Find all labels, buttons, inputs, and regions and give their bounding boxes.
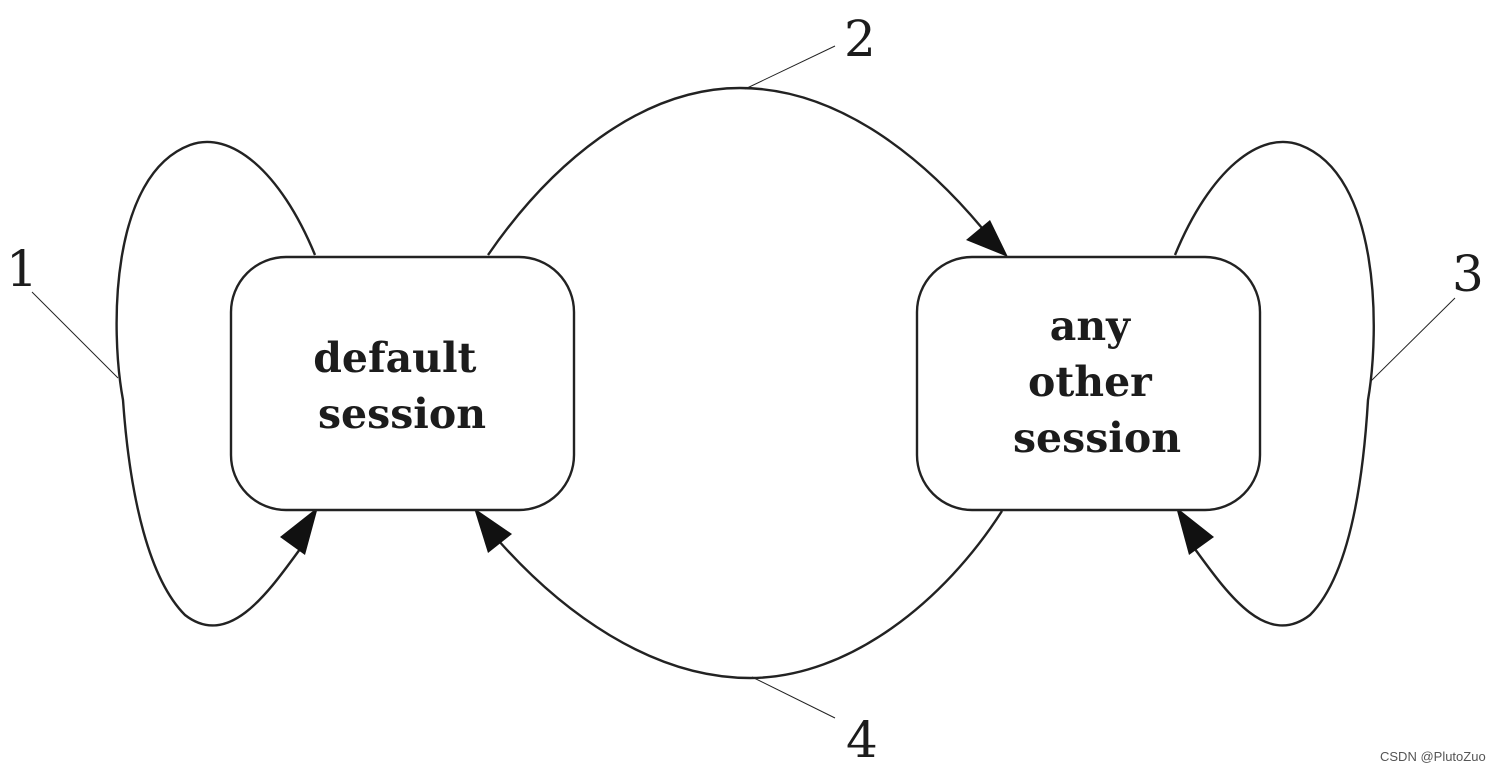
edge-1-leader-line <box>31 291 119 379</box>
node-any-other-session: any other session <box>915 255 1262 512</box>
watermark-text: CSDN @PlutoZuo <box>1380 749 1486 764</box>
node-default-line-2: session <box>318 390 486 438</box>
edge-2-leader-line <box>744 45 836 90</box>
edge-3-leader-line <box>1369 297 1456 383</box>
edge-2-arrowhead <box>966 220 1008 257</box>
edge-2-number: 2 <box>844 10 876 68</box>
edge-3-arrowhead <box>1176 507 1214 555</box>
edge-1-number: 1 <box>6 240 38 298</box>
edge-1-path <box>115 140 317 627</box>
edge-4-other-to-default: 4 <box>474 508 1004 769</box>
node-default-session: default session <box>229 255 576 512</box>
edge-3-path <box>1173 140 1375 627</box>
edge-3-number: 3 <box>1452 245 1484 303</box>
node-default-line-1: default <box>313 334 476 382</box>
node-other-line-2: other <box>1028 358 1153 406</box>
edge-3-self-loop-other: 3 <box>1173 140 1484 627</box>
node-other-label: any other session <box>1013 302 1181 462</box>
edge-2-default-to-other: 2 <box>487 10 1008 257</box>
node-other-line-1: any <box>1050 302 1131 350</box>
node-other-box <box>915 255 1262 512</box>
edge-4-leader-line <box>751 676 836 719</box>
edge-2-path <box>487 86 983 256</box>
node-default-box <box>229 255 576 512</box>
node-other-line-3: session <box>1013 414 1181 462</box>
edge-4-arrowhead <box>474 508 512 553</box>
edge-4-path <box>497 510 1004 680</box>
edge-1-self-loop-default: 1 <box>6 140 318 627</box>
node-default-label: default session <box>313 334 491 438</box>
edge-1-arrowhead <box>280 507 318 555</box>
edge-4-number: 4 <box>846 711 878 769</box>
